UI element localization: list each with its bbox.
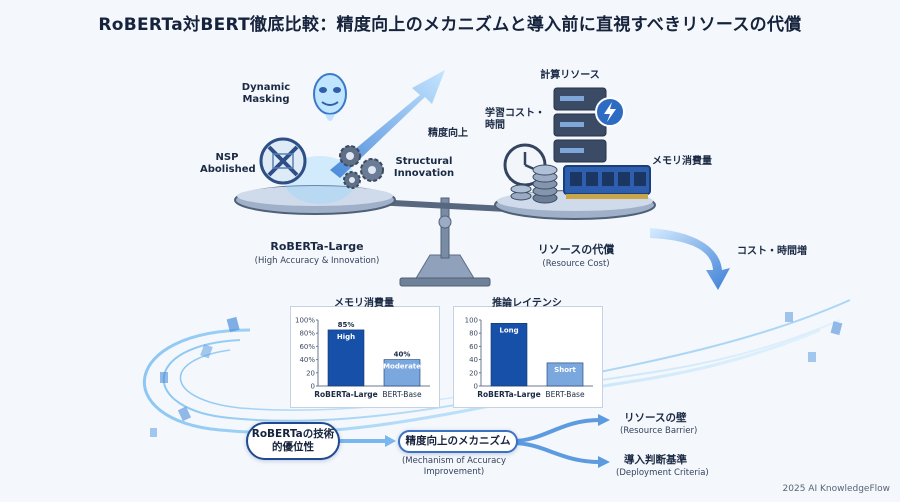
y-tick-label: 0 — [311, 383, 315, 391]
bar — [327, 329, 365, 387]
bar — [490, 322, 528, 387]
latency-chart-panel — [453, 306, 603, 408]
flow-mechanism-text: 精度向上のメカニズム — [405, 435, 511, 447]
y-tick-label: 80% — [299, 330, 315, 338]
x-category-label: RoBERTa-Large — [314, 390, 378, 399]
resource-cost-caption: (Resource Cost) — [542, 259, 610, 269]
roberta-large-caption: (High Accuracy & Innovation) — [254, 256, 380, 266]
bar-top-label: 85% — [338, 321, 355, 329]
training-cost-label: 学習コスト・時間 — [485, 108, 545, 131]
y-tick-label: 20 — [469, 369, 478, 377]
deployment-criteria-caption: (Deployment Criteria) — [616, 468, 709, 478]
mask-icon — [313, 73, 347, 121]
bar-inner-label: High — [337, 333, 355, 341]
x-category-label: RoBERTa-Large — [477, 390, 541, 399]
y-tick-label: 80 — [469, 330, 478, 338]
y-tick-label: 60% — [299, 343, 315, 351]
y-tick-label: 40 — [469, 356, 478, 364]
memory-module-icon — [563, 165, 651, 199]
coins-icon — [510, 164, 558, 204]
flow-start-pill: RoBERTaの技術的優位性 — [246, 422, 340, 460]
server-rack-icon — [553, 87, 625, 163]
y-tick-label: 100% — [295, 317, 315, 325]
memory-label: メモリ消費量 — [652, 156, 712, 167]
memory-chart-panel — [290, 306, 440, 408]
structural-innovation-label: Structural Innovation — [393, 156, 455, 179]
deployment-criteria-label: 導入判断基準 — [624, 454, 687, 466]
y-tick-label: 100 — [465, 317, 478, 325]
bar — [546, 362, 584, 387]
flow-start-text: RoBERTaの技術的優位性 — [251, 428, 335, 453]
nsp-abolished-label: NSP Abolished — [200, 152, 256, 175]
resource-cost-label: リソースの代償 — [537, 243, 615, 256]
compute-resource-label: 計算リソース — [540, 70, 600, 81]
resource-barrier-label: リソースの壁 — [624, 412, 687, 424]
flow-mechanism-caption: (Mechanism of Accuracy Improvement) — [401, 456, 506, 477]
flow-mechanism-pill: 精度向上のメカニズム — [398, 430, 518, 453]
bar-inner-label: Long — [499, 326, 518, 334]
resource-barrier-caption: (Resource Barrier) — [620, 426, 698, 436]
memory-chart-title: メモリ消費量 — [334, 298, 394, 309]
memory-chart: 100% 80% 60% 40% 20 0 High 85% RoBERTa-Large Mode… — [295, 317, 430, 399]
y-tick-label: 20 — [306, 369, 315, 377]
gears-icon — [339, 145, 384, 189]
accuracy-up-label: 精度向上 — [428, 128, 468, 139]
bar — [383, 359, 421, 387]
bar-inner-label: Moderate — [383, 363, 421, 371]
y-tick-label: 0 — [474, 383, 478, 391]
y-tick-label: 40% — [299, 356, 315, 364]
roberta-large-label: RoBERTa-Large — [270, 240, 364, 253]
bar-inner-label: Short — [554, 366, 576, 374]
latency-chart-title: 推論レイテンシ — [492, 298, 562, 309]
y-tick-label: 60 — [469, 343, 478, 351]
footer-credit: 2025 AI KnowledgeFlow — [782, 484, 890, 494]
page-title: RoBERTa対BERT徹底比較：精度向上のメカニズムと導入前に直視すべきリソー… — [98, 15, 802, 35]
cost-time-increase-label: コスト・時間増 — [737, 246, 807, 257]
bar-top-label: 40% — [394, 351, 411, 359]
nsp-abolished-icon — [259, 137, 307, 185]
dynamic-masking-label: Dynamic Masking — [241, 82, 291, 105]
x-category-label: BERT-Base — [382, 390, 422, 399]
x-category-label: BERT-Base — [545, 390, 585, 399]
